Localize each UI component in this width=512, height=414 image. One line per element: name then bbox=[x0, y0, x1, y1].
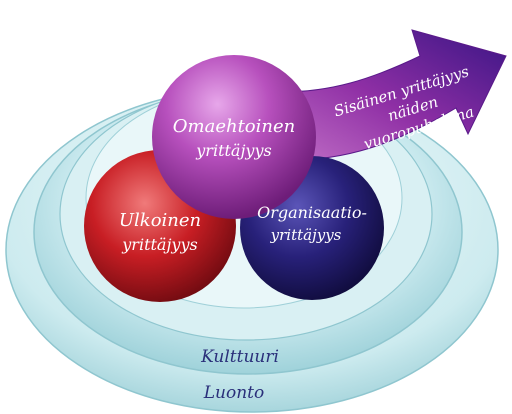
ring-label-kulttuuri: Kulttuuri bbox=[200, 347, 279, 367]
circle-right-label-2: yrittäjyys bbox=[270, 226, 342, 244]
circle-right-label-1: Organisaatio- bbox=[257, 203, 367, 222]
arrow-shape bbox=[281, 29, 507, 161]
circle-top bbox=[152, 55, 316, 219]
circle-top-label-1: Omaehtoinen bbox=[173, 116, 295, 137]
circle-top-label-2: yrittäjyys bbox=[195, 141, 271, 160]
ring-label-luonto: Luonto bbox=[203, 383, 265, 403]
circle-left-label-1: Ulkoinen bbox=[119, 210, 201, 231]
circle-left-label-2: yrittäjyys bbox=[121, 235, 197, 254]
